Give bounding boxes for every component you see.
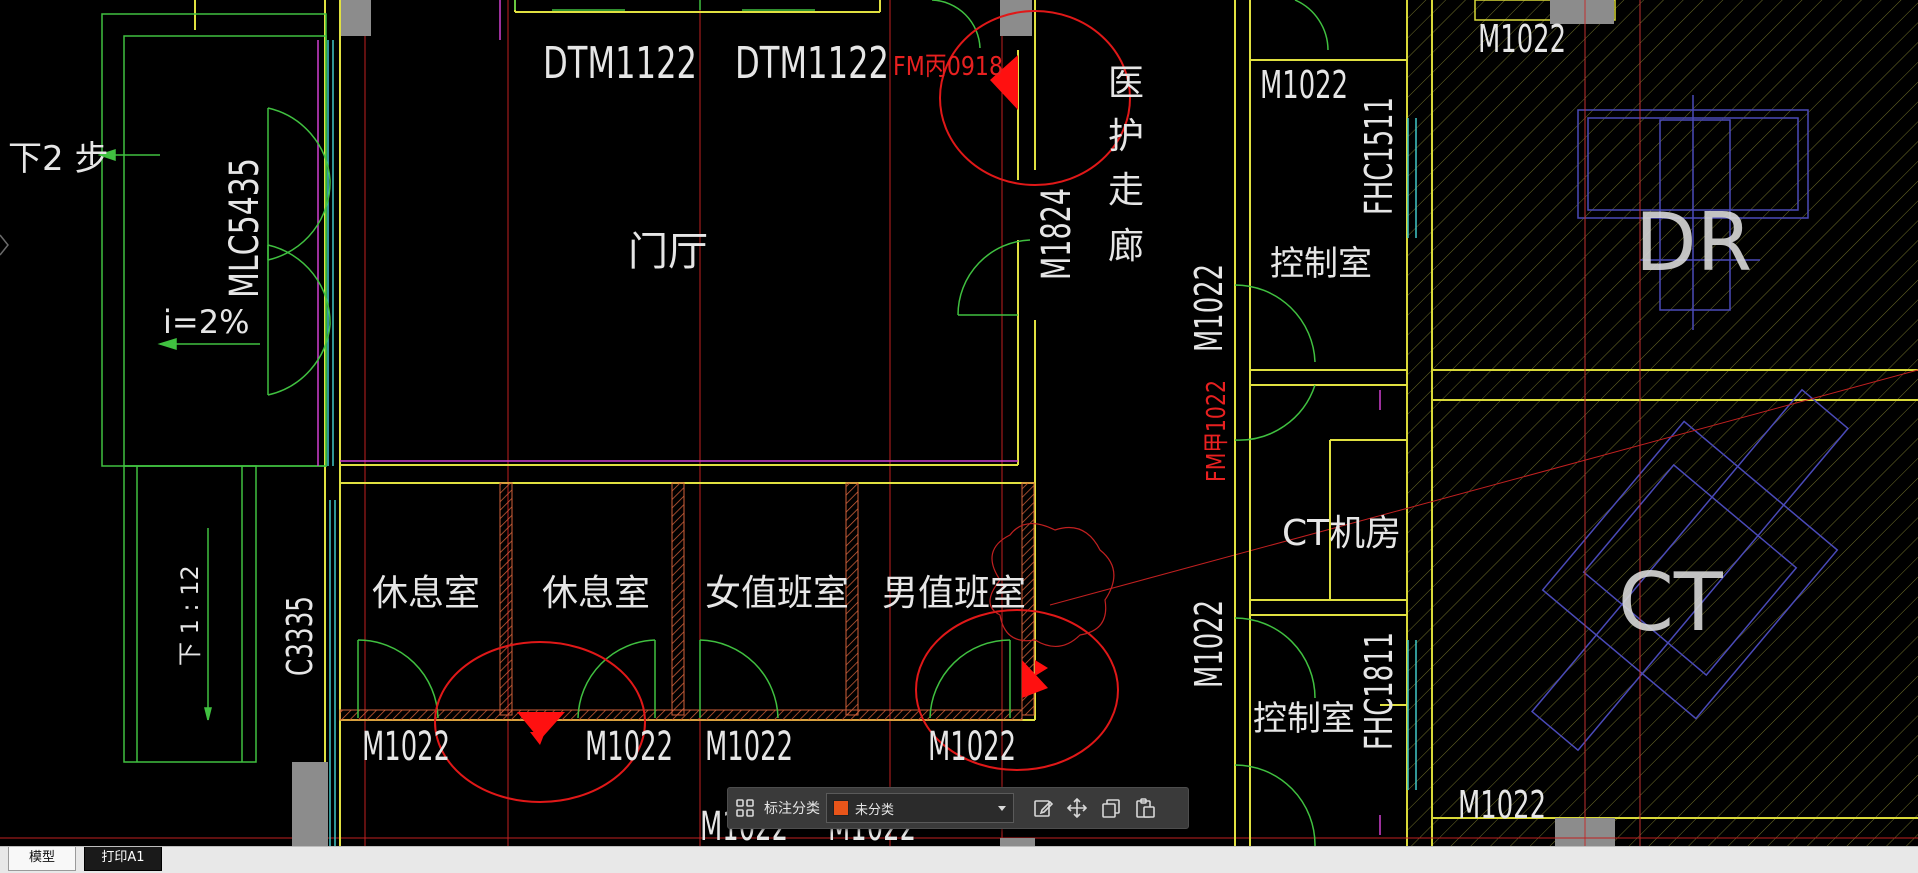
m1022-vert-top: M1022 xyxy=(1187,264,1231,352)
corridor-char-1: 医 xyxy=(1108,63,1144,104)
corridor-char-3: 走 xyxy=(1108,170,1144,211)
ct-room-label: CT机房 xyxy=(1282,513,1401,554)
tab-print-a1[interactable]: 打印A1 xyxy=(84,847,162,871)
dr-room-label: DR xyxy=(1635,196,1752,289)
window-mlc-label: MLC5435 xyxy=(222,158,268,298)
ramp-label: 下 1 : 12 xyxy=(176,565,204,666)
dtm-label-2: DTM1122 xyxy=(735,38,889,89)
ct-room-big-label: CT xyxy=(1618,556,1724,649)
windows xyxy=(317,0,1417,846)
fire-door-top: FM丙0918 xyxy=(893,52,1003,82)
hall-label: 门厅 xyxy=(628,229,708,275)
review-markup xyxy=(434,10,1131,803)
grid-icon xyxy=(736,799,754,817)
tab-model[interactable]: 模型 xyxy=(8,847,76,871)
layout-tab-strip: 模型 打印A1 xyxy=(0,846,1918,873)
annotation-category-select[interactable]: 未分类 xyxy=(826,793,1014,823)
room-male-duty: 男值班室 xyxy=(882,573,1026,614)
markers xyxy=(517,55,1048,745)
m1022-vert-bottom: M1022 xyxy=(1187,600,1231,688)
window-c-label: C3335 xyxy=(280,596,321,676)
room-female-duty: 女值班室 xyxy=(705,573,849,614)
move-annotation-button[interactable] xyxy=(1060,791,1094,825)
hatched-radiology-area xyxy=(1406,0,1918,846)
door-bottom-1: M1022 xyxy=(362,724,450,770)
fhc-bottom-label: FHC1811 xyxy=(1357,632,1401,750)
copy-icon xyxy=(1102,799,1120,818)
edit-annotation-button[interactable] xyxy=(1026,791,1060,825)
category-color-swatch xyxy=(833,800,849,816)
down-steps-label: 下2 步 xyxy=(8,139,108,179)
room-rest-2: 休息室 xyxy=(542,573,650,614)
canvas-left-chevron-icon xyxy=(0,234,9,256)
corridor-char-2: 护 xyxy=(1108,116,1144,157)
annotation-toolbar: 标注分类 未分类 xyxy=(727,787,1189,829)
move-icon xyxy=(1066,797,1088,819)
fhc-top-label: FHC1511 xyxy=(1357,97,1401,215)
control-room-top: 控制室 xyxy=(1270,244,1372,284)
door-bottom-3: M1022 xyxy=(705,724,793,770)
m1022-bottom: M1022 xyxy=(1458,783,1546,827)
partitions xyxy=(339,482,1035,721)
paste-annotation-button[interactable] xyxy=(1128,791,1162,825)
control-room-bottom: 控制室 xyxy=(1253,699,1355,739)
columns xyxy=(292,0,1035,846)
door-swings xyxy=(267,0,1329,846)
paste-icon xyxy=(1136,798,1155,818)
door-m1824-label: M1824 xyxy=(1034,188,1080,280)
cad-drawing-canvas[interactable]: DTM1122 DTM1122 门厅 下2 步 i=2% MLC5435 C33… xyxy=(0,0,1918,846)
m1022-top-b: M1022 xyxy=(1260,63,1348,107)
door-bottom-4: M1022 xyxy=(928,724,1016,770)
annotation-grid-button[interactable] xyxy=(728,791,762,825)
room-rest-1: 休息室 xyxy=(372,573,480,614)
slope-label: i=2% xyxy=(163,303,249,341)
copy-annotation-button[interactable] xyxy=(1094,791,1128,825)
drawing-texts: DTM1122 DTM1122 门厅 下2 步 i=2% MLC5435 C33… xyxy=(8,17,1752,846)
m1022-top-a: M1022 xyxy=(1478,17,1566,61)
corridor-char-4: 廊 xyxy=(1108,226,1144,267)
annotation-category-label: 标注分类 xyxy=(764,801,820,817)
fire-door-right: FM甲1022 xyxy=(1202,380,1232,482)
chevron-down-icon xyxy=(998,806,1006,811)
elevator-doors xyxy=(514,0,815,11)
door-bottom-2: M1022 xyxy=(585,724,673,770)
entrance-platform xyxy=(97,13,327,763)
dtm-label-1: DTM1122 xyxy=(543,38,697,89)
edit-icon xyxy=(1034,800,1054,817)
category-value: 未分类 xyxy=(855,802,895,818)
